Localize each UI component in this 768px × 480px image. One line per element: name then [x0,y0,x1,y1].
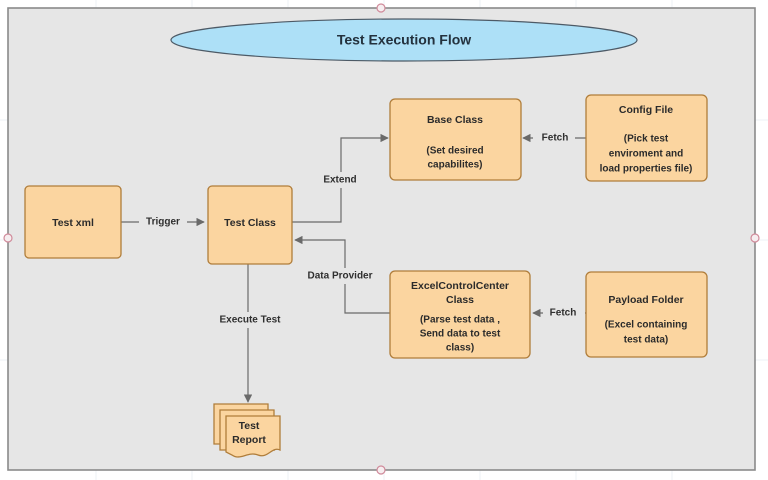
node-payload-folder-line-1: (Excel containing [605,320,688,331]
node-payload-folder-title: Payload Folder [608,294,683,306]
node-config-file-line-3: load properties file) [600,164,693,175]
node-test-class-shape [207,185,293,265]
node-config-file[interactable]: Config File (Pick test enviroment and lo… [585,94,708,182]
node-config-file-line-1: (Pick test [624,134,669,145]
node-excel-line-1: (Parse test data , [420,315,500,326]
node-test-report-line-1: Test [239,420,260,432]
edge-fetch-payload-label-bg [543,305,585,321]
node-base-class-line-1: (Set desired [426,146,483,157]
title-label: Test Execution Flow [337,32,471,48]
node-config-file-title: Config File [619,104,673,116]
edge-execute-test-label-bg [206,312,296,328]
node-excel-control-center[interactable]: ExcelControlCenter Class (Parse test dat… [389,270,531,359]
node-payload-folder[interactable]: Payload Folder (Excel containing test da… [585,271,708,358]
edge-extend-label-bg [313,172,363,188]
edge-trigger-label: Trigger [146,217,180,228]
node-base-class-shape [389,98,522,181]
node-base-class-title: Base Class [427,114,483,126]
edge-fetch-config-label-bg [533,130,575,146]
node-test-xml-shape [24,185,122,259]
edge-extend-label: Extend [323,175,356,186]
node-test-class-label: Test Class [224,217,276,229]
canvas-handle-bottom[interactable] [376,465,386,475]
node-base-class-line-2: capabilites) [427,160,482,171]
node-test-report-line-2: Report [232,434,266,446]
canvas-handles[interactable] [3,3,760,475]
diagram-canvas [7,7,756,471]
node-test-report-sheet-1 [225,415,281,458]
canvas-handle-left[interactable] [3,233,13,243]
edge-fetch-config-label: Fetch [542,133,569,144]
node-excel-control-center-shape [389,270,531,359]
edge-trigger-label-bg [139,214,187,230]
node-test-report[interactable]: Test Report [213,403,281,458]
canvas-handle-right[interactable] [750,233,760,243]
edge-execute-test-label: Execute Test [220,315,282,326]
edge-labels-layer: Trigger Extend Fetch Data Provider Fetch… [139,130,585,328]
node-base-class[interactable]: Base Class (Set desired capabilites) [389,98,522,181]
node-excel-title-line-2: Class [446,294,474,306]
node-test-xml[interactable]: Test xml [24,185,122,259]
edge-fetch-payload-label: Fetch [550,308,577,319]
canvas-handle-top[interactable] [376,3,386,13]
node-excel-title-line-1: ExcelControlCenter [411,280,509,292]
title-node[interactable]: Test Execution Flow [170,18,638,62]
node-excel-line-2: Send data to test [420,329,501,340]
node-test-xml-label: Test xml [52,217,94,229]
edge-data-provider-label-bg [295,268,383,284]
title-ellipse-shape [170,18,638,62]
node-test-class[interactable]: Test Class [207,185,293,265]
node-payload-folder-line-2: test data) [624,335,668,346]
node-config-file-line-2: enviroment and [609,149,683,160]
edge-data-provider-label: Data Provider [307,271,372,282]
node-payload-folder-shape [585,271,708,358]
node-config-file-shape [585,94,708,182]
node-excel-line-3: class) [446,343,474,354]
